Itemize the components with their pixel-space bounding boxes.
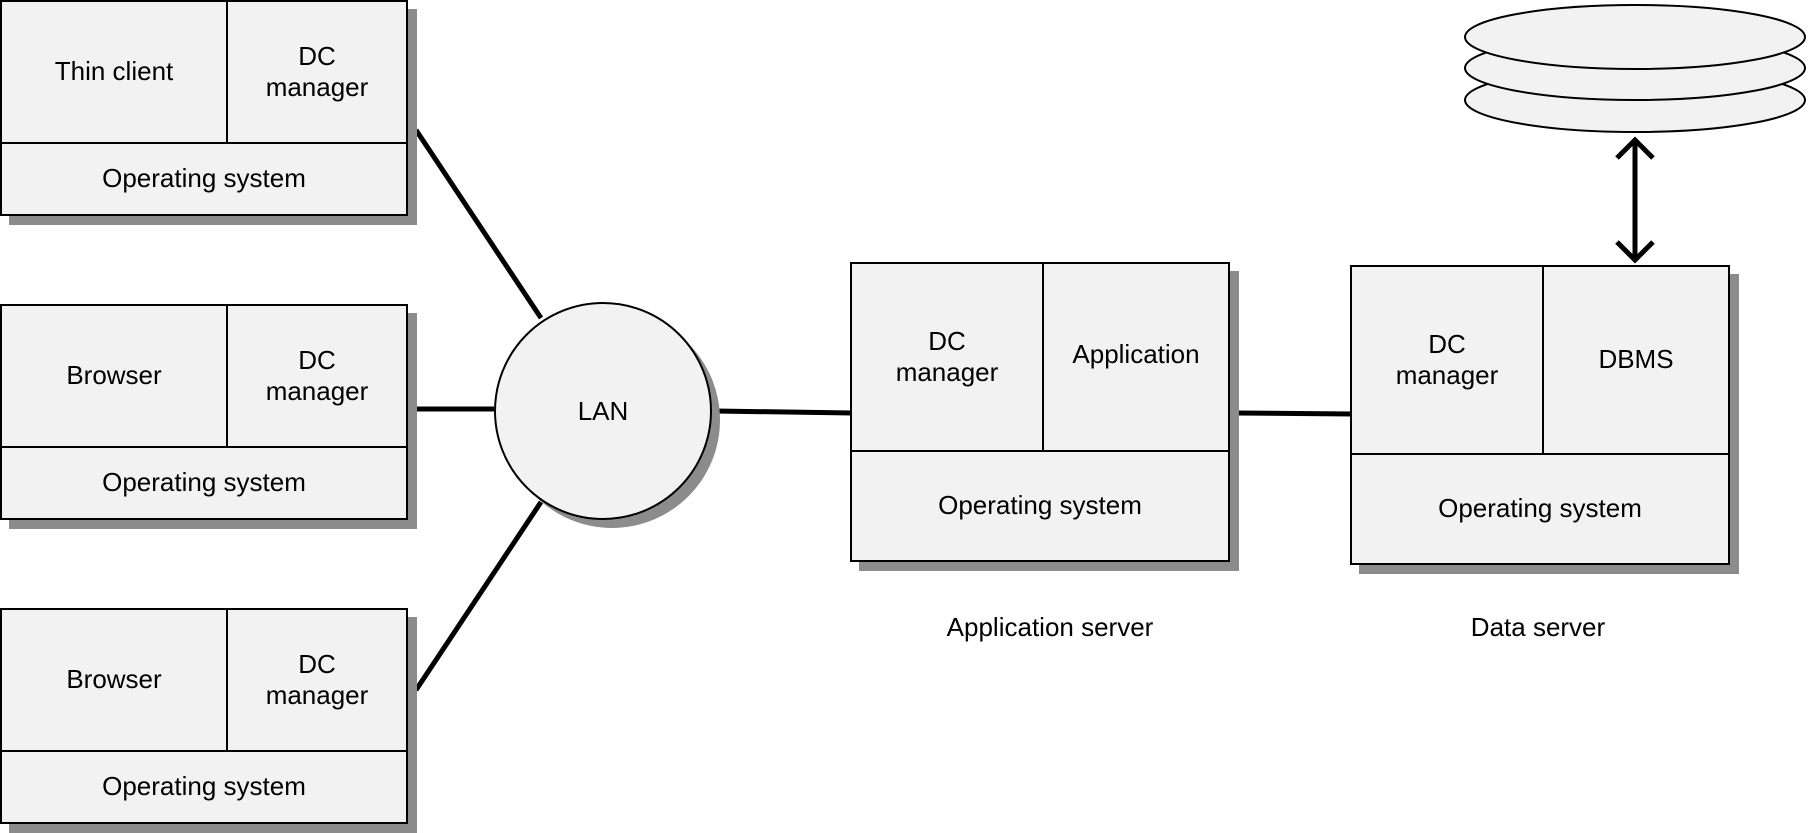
link-client3-lan xyxy=(413,500,544,692)
data-server-dbms-cell: DBMS xyxy=(1544,267,1728,455)
client-app-cell: Thin client xyxy=(2,2,228,144)
data-server-box: DC manager DBMS Operating system xyxy=(1350,265,1730,565)
client-box-3: Browser DC manager Operating system xyxy=(0,608,408,824)
app-server-dc-manager-cell: DC manager xyxy=(852,264,1044,452)
link-client1-lan xyxy=(413,128,544,320)
double-arrow-icon xyxy=(1615,136,1655,264)
data-server-dc-manager-cell: DC manager xyxy=(1352,267,1544,455)
client-box-1: Thin client DC manager Operating system xyxy=(0,0,408,216)
client-os-cell: Operating system xyxy=(102,467,306,498)
app-server-os-cell: Operating system xyxy=(938,490,1142,521)
lan-label: LAN xyxy=(578,396,629,426)
client-os-cell: Operating system xyxy=(102,771,306,802)
client-os-cell: Operating system xyxy=(102,163,306,194)
link-appserver-dataserver xyxy=(1235,410,1353,417)
client-app-cell: Browser xyxy=(2,610,228,752)
application-server-caption: Application server xyxy=(946,612,1154,642)
data-server-os-cell: Operating system xyxy=(1438,493,1642,524)
client-box-2: Browser DC manager Operating system xyxy=(0,304,408,520)
client-dc-manager-cell: DC manager xyxy=(228,2,406,144)
data-server-caption: Data server xyxy=(1470,612,1606,642)
client-dc-manager-cell: DC manager xyxy=(228,610,406,752)
disk-stack-icon xyxy=(1464,4,1806,133)
application-server-box: DC manager Application Operating system xyxy=(850,262,1230,562)
client-app-cell: Browser xyxy=(2,306,228,448)
client-dc-manager-cell: DC manager xyxy=(228,306,406,448)
app-server-application-cell: Application xyxy=(1044,264,1228,452)
link-lan-appserver xyxy=(715,408,853,416)
lan-node: LAN xyxy=(494,302,720,528)
